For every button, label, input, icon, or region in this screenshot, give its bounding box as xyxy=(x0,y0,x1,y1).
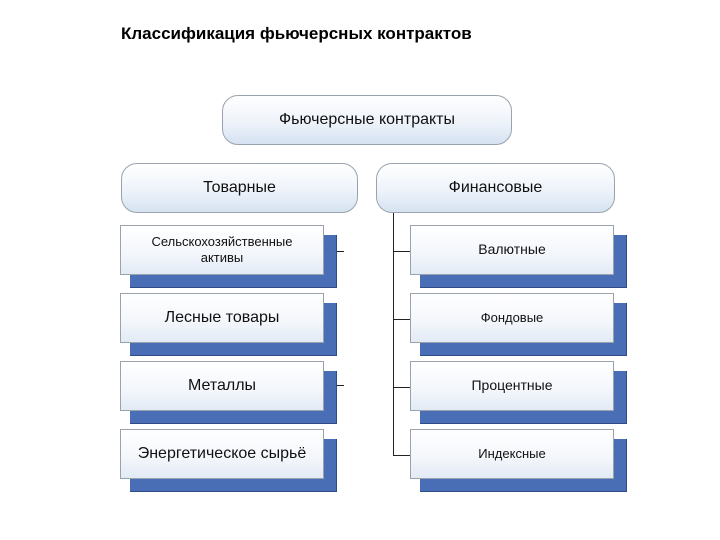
connector-line xyxy=(393,251,410,252)
connector-line xyxy=(336,251,344,252)
category-card: Металлы xyxy=(120,361,337,424)
connector-line xyxy=(393,319,410,320)
card-label: Лесные товары xyxy=(120,293,324,343)
category-card: Энергетическое сырьё xyxy=(120,429,337,492)
branch-node-commodity: Товарные xyxy=(121,163,358,213)
category-card: Лесные товары xyxy=(120,293,337,356)
branch-node-label: Товарные xyxy=(203,179,276,196)
card-label: Индексные xyxy=(410,429,614,479)
branch-node-financial: Финансовые xyxy=(376,163,615,213)
card-label: Энергетическое сырьё xyxy=(120,429,324,479)
card-label: Валютные xyxy=(410,225,614,275)
category-card: Процентные xyxy=(410,361,627,424)
connector-line xyxy=(336,385,344,386)
card-label: Фондовые xyxy=(410,293,614,343)
card-label: Процентные xyxy=(410,361,614,411)
root-node: Фьючерсные контракты xyxy=(222,95,512,145)
branch-node-label: Финансовые xyxy=(448,179,543,196)
card-label: Сельскохозяйственные активы xyxy=(120,225,324,275)
category-card: Индексные xyxy=(410,429,627,492)
connector-trunk xyxy=(393,213,394,456)
root-node-label: Фьючерсные контракты xyxy=(278,111,455,128)
card-label: Металлы xyxy=(120,361,324,411)
category-card: Фондовые xyxy=(410,293,627,356)
diagram-title: Классификация фьючерсных контрактов xyxy=(121,24,472,43)
connector-line xyxy=(393,387,410,388)
category-card: Сельскохозяйственные активы xyxy=(120,225,337,288)
category-card: Валютные xyxy=(410,225,627,288)
connector-line xyxy=(393,455,410,456)
